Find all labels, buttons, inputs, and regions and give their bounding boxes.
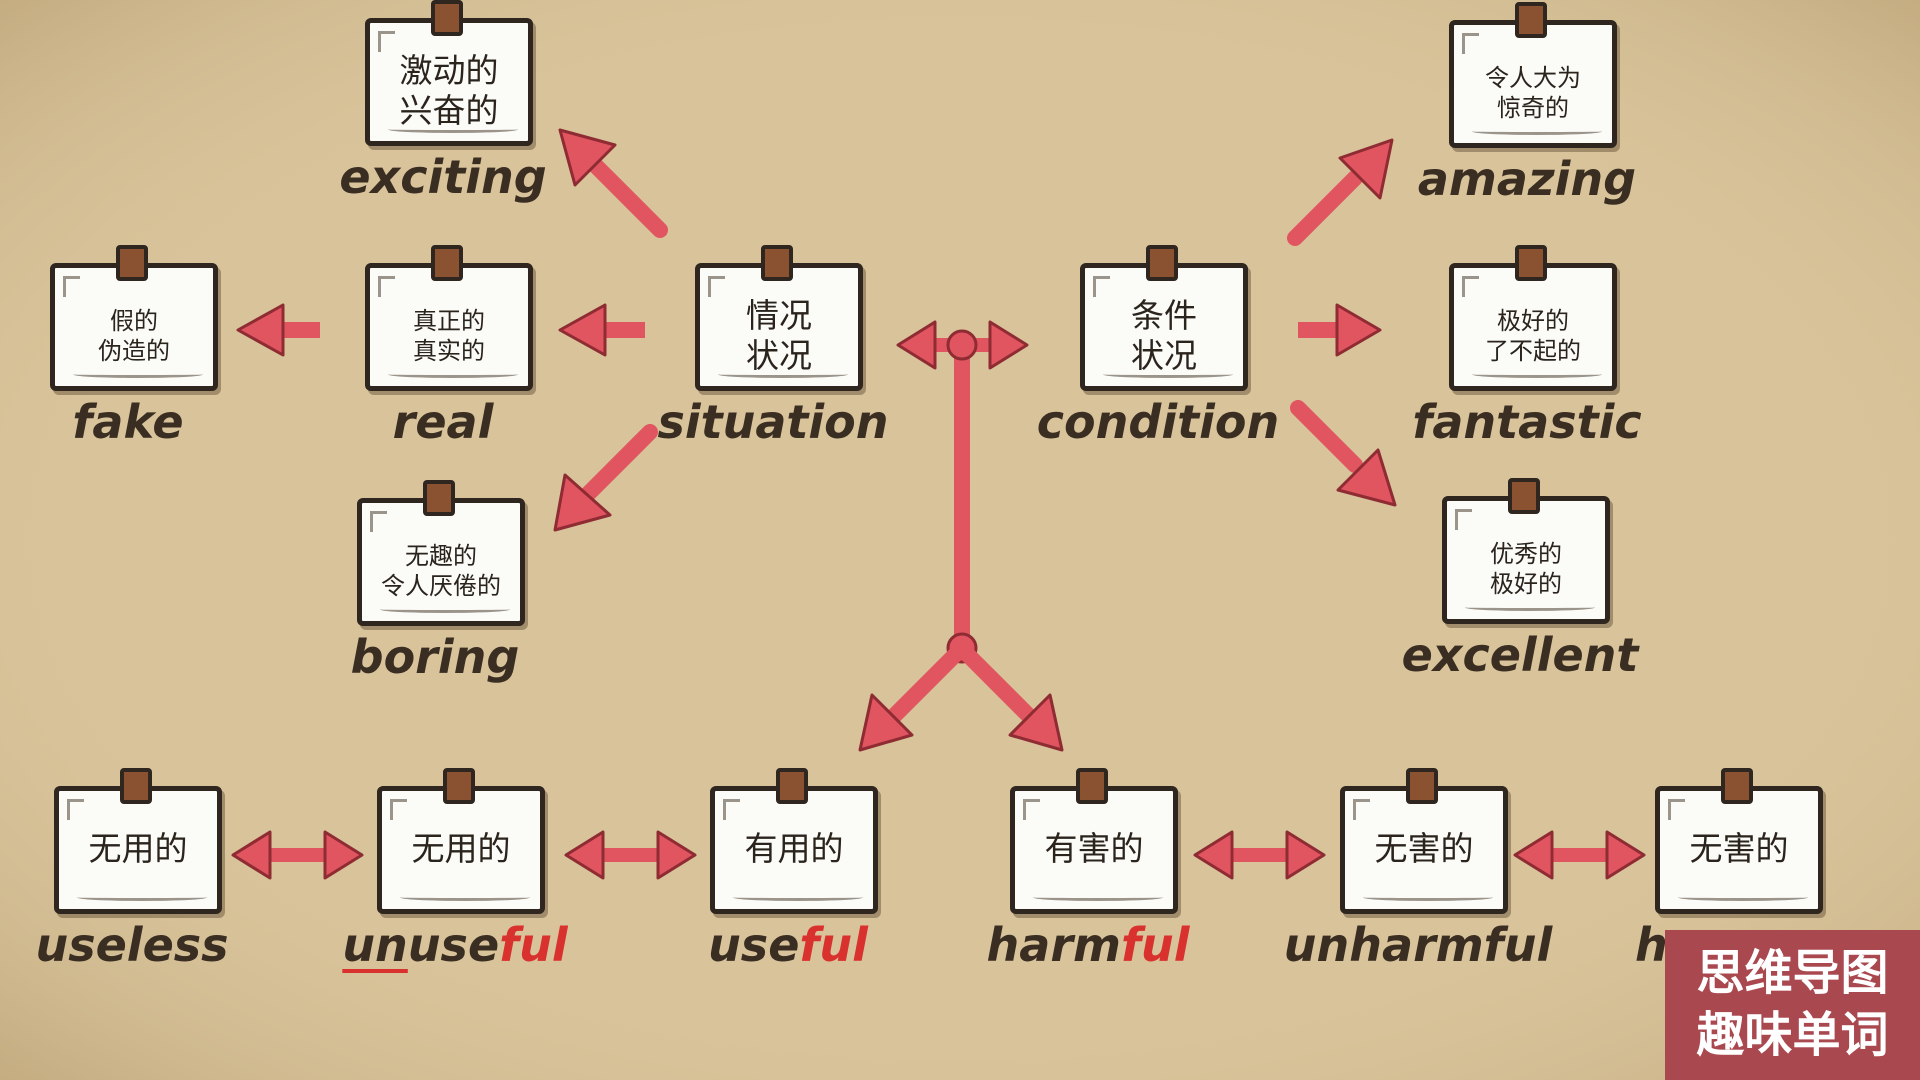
- sticky-note: 令人大为 惊奇的: [1449, 20, 1617, 148]
- chinese-meaning: 无害的: [1689, 829, 1789, 868]
- sticky-note: 优秀的 极好的: [1442, 496, 1610, 624]
- english-word: fantastic: [1412, 395, 1642, 449]
- binder-clip-icon: [1508, 478, 1540, 514]
- arrow-situation-boring: [553, 424, 658, 532]
- chinese-meaning: 令人大为 惊奇的: [1485, 64, 1581, 122]
- arrow-real-fake: [236, 303, 320, 357]
- binder-clip-icon: [423, 480, 455, 516]
- arrow-situation-exciting: [558, 128, 668, 238]
- arrow-condition-excellent: [1290, 400, 1397, 507]
- channel-badge: 思维导图 趣味单词: [1665, 930, 1920, 1080]
- word-suffix: ful: [499, 918, 568, 972]
- chinese-meaning: 无用的: [411, 829, 511, 868]
- english-word: real: [392, 395, 494, 449]
- arrow-condition-amazing: [1287, 138, 1394, 246]
- sticky-note: 无用的: [377, 786, 545, 914]
- english-word: boring: [350, 630, 520, 684]
- sticky-note: 无害的: [1655, 786, 1823, 914]
- binder-clip-icon: [1076, 768, 1108, 804]
- arrow-situation-real: [558, 303, 645, 357]
- english-word: useless: [35, 918, 229, 972]
- english-word: situation: [657, 395, 889, 449]
- arrow-condition-fantastic: [1298, 303, 1382, 357]
- chinese-meaning: 条件 状况: [1131, 296, 1197, 375]
- binder-clip-icon: [1515, 2, 1547, 38]
- sticky-note: 条件 状况: [1080, 263, 1248, 391]
- binder-clip-icon: [431, 0, 463, 36]
- sticky-note: 真正的 真实的: [365, 263, 533, 391]
- sticky-note: 假的 伪造的: [50, 263, 218, 391]
- english-word: condition: [1036, 395, 1280, 449]
- binder-clip-icon: [116, 245, 148, 281]
- binder-clip-icon: [761, 245, 793, 281]
- sticky-note: 情况 状况: [695, 263, 863, 391]
- arrow-useless-unuseful: [231, 830, 364, 880]
- english-word: useful: [628, 918, 948, 972]
- english-word: exciting: [339, 150, 547, 204]
- chinese-meaning: 有用的: [744, 829, 844, 868]
- binder-clip-icon: [120, 768, 152, 804]
- english-word: harmful: [928, 918, 1248, 972]
- binder-clip-icon: [1146, 245, 1178, 281]
- chinese-meaning: 极好的 了不起的: [1485, 307, 1581, 365]
- sticky-note: 激动的 兴奋的: [365, 18, 533, 146]
- chinese-meaning: 情况 状况: [746, 296, 812, 375]
- chinese-meaning: 真正的 真实的: [413, 307, 485, 365]
- sticky-note: 有害的: [1010, 786, 1178, 914]
- sticky-note: 有用的: [710, 786, 878, 914]
- chinese-meaning: 激动的 兴奋的: [399, 51, 499, 130]
- chinese-meaning: 无害的: [1374, 829, 1474, 868]
- word-suffix: ful: [1120, 918, 1190, 972]
- arrow-unuseful-useful: [564, 830, 697, 880]
- english-word: fake: [72, 395, 184, 449]
- binder-clip-icon: [1721, 768, 1753, 804]
- english-word: unharmful: [1283, 918, 1553, 972]
- chinese-meaning: 无趣的 令人厌倦的: [381, 542, 501, 600]
- word-prefix: un: [342, 918, 408, 972]
- sticky-note: 极好的 了不起的: [1449, 263, 1617, 391]
- english-word: amazing: [1417, 152, 1637, 206]
- word-stem: harm: [986, 918, 1121, 972]
- word-stem: use: [708, 918, 800, 972]
- english-word: unuseful: [295, 918, 615, 972]
- english-word: excellent: [1401, 628, 1639, 682]
- arrow-stem-harmful: [960, 647, 1064, 752]
- arrow-center-stem: [946, 329, 978, 664]
- arrow-unharmful-harmless: [1513, 830, 1646, 880]
- arrow-stem-useful: [858, 647, 963, 752]
- badge-line-2: 趣味单词: [1696, 1007, 1889, 1063]
- binder-clip-icon: [776, 768, 808, 804]
- badge-line-1: 思维导图: [1696, 945, 1889, 1001]
- sticky-note: 无趣的 令人厌倦的: [357, 498, 525, 626]
- binder-clip-icon: [1515, 245, 1547, 281]
- chinese-meaning: 优秀的 极好的: [1490, 540, 1562, 598]
- sticky-note: 无害的: [1340, 786, 1508, 914]
- word-suffix: ful: [799, 918, 868, 972]
- chinese-meaning: 有害的: [1044, 829, 1144, 868]
- sticky-note: 无用的: [54, 786, 222, 914]
- binder-clip-icon: [431, 245, 463, 281]
- binder-clip-icon: [1406, 768, 1438, 804]
- english-word: h: [1635, 918, 1668, 972]
- chinese-meaning: 无用的: [88, 829, 188, 868]
- word-stem: use: [407, 918, 500, 972]
- chinese-meaning: 假的 伪造的: [98, 307, 170, 365]
- arrow-harmful-unharmful: [1193, 830, 1326, 880]
- binder-clip-icon: [443, 768, 475, 804]
